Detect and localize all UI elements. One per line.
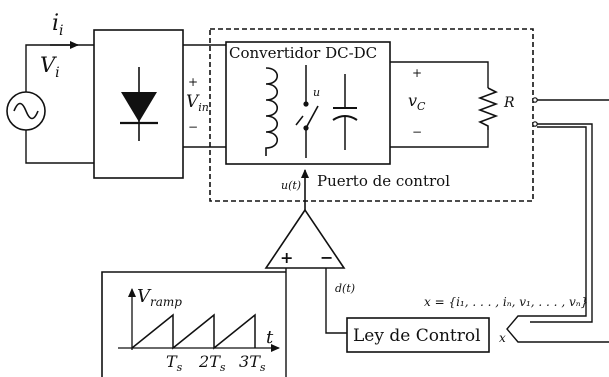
output-bottom-wire (390, 130, 489, 148)
vc-minus-sign: − (412, 125, 422, 139)
output-top-wire (390, 61, 489, 88)
vin-plus-sign: + (188, 75, 198, 89)
comparator-plus: + (280, 248, 293, 267)
inductor-icon (265, 67, 279, 156)
ramp-box (101, 271, 286, 377)
source-voltage-label: Vi (40, 53, 60, 81)
source-top-wire (25, 44, 94, 92)
vin-minus-sign: − (188, 120, 198, 134)
diode-icon (121, 92, 157, 122)
ramp-tick-2ts: 2Ts (198, 352, 226, 374)
comparator-triangle (264, 208, 346, 269)
ramp-generator: Vramp t Ts 2Ts 3Ts (101, 271, 286, 377)
feedback-line-inner (506, 126, 609, 343)
source-current-label: ii (52, 11, 64, 39)
ac-source: ii Vi (6, 11, 94, 164)
source-bottom-wire (25, 130, 94, 164)
duty-cycle-label: d(t) (335, 282, 355, 295)
converter-box (225, 41, 391, 165)
control-law-label: Ley de Control (353, 326, 481, 346)
sine-wave-icon (13, 102, 39, 120)
control-law: Ley de Control (346, 317, 490, 353)
ramp-y-label: Vramp (137, 286, 182, 309)
vc-plus-sign: + (412, 66, 422, 80)
capacitor-icon (332, 74, 358, 150)
comparator: + − u(t) Puerto de control d(t) (264, 169, 450, 377)
ramp-sawtooth (131, 313, 256, 350)
converter-dashed-boundary (209, 28, 534, 202)
vc-label: vC (408, 91, 426, 113)
rectifier: + Vin − (93, 29, 226, 179)
duty-cycle-wire (325, 268, 347, 334)
switch-icon (295, 65, 319, 158)
output-terminal-top (532, 97, 538, 103)
control-law-input-x: x (499, 331, 506, 345)
output-load: R + vC − (390, 61, 515, 148)
output-terminal-bottom (532, 121, 538, 127)
load-r-label: R (503, 95, 515, 111)
switch-u-label: u (313, 86, 320, 99)
dc-dc-converter: Convertidor DC-DC u (225, 41, 391, 165)
converter-title: Convertidor DC-DC (229, 44, 377, 62)
rectifier-box (93, 29, 184, 179)
state-vector-label: x = {i₁, . . . , iₙ, v₁, . . . , vₙ} (424, 295, 588, 309)
control-law-box (346, 317, 490, 353)
comparator-minus: − (320, 248, 333, 267)
feedback-path: x = {i₁, . . . , iₙ, v₁, . . . , vₙ} x (424, 97, 609, 345)
vin-label: Vin (186, 92, 209, 114)
control-signal-u-label: u(t) (281, 179, 301, 192)
ramp-tick-3ts: 3Ts (239, 352, 266, 374)
resistor-icon (477, 87, 499, 130)
control-port-label: Puerto de control (317, 172, 450, 190)
ramp-x-label: t (266, 327, 274, 348)
feedback-line-outer (530, 123, 593, 323)
ramp-tick-ts: Ts (166, 352, 183, 374)
